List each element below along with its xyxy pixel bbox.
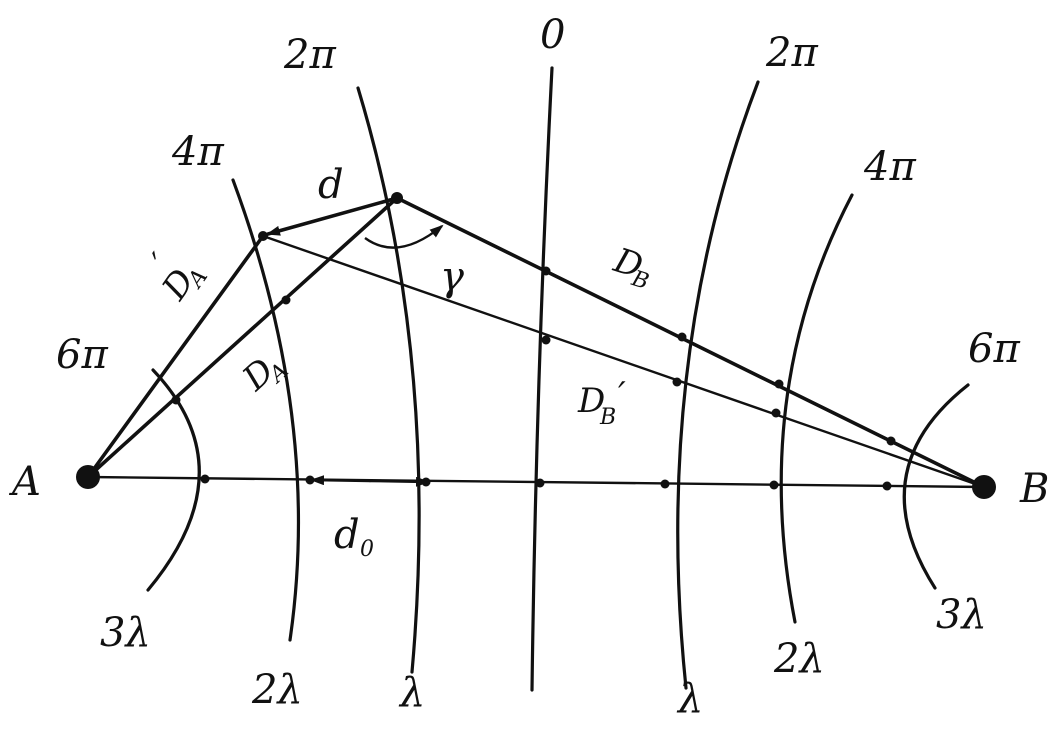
label-left-4pi: 4π (171, 129, 224, 175)
phase-curve-left-4pi (231, 178, 301, 642)
label-point-a: A (8, 459, 41, 505)
phase-curve-left-2pi (356, 86, 421, 674)
intersection-dot (774, 379, 784, 389)
source-b-dot (972, 475, 996, 499)
intersection-dot (541, 266, 551, 276)
label-d0: d 0 (334, 512, 374, 562)
label-d: d (318, 162, 344, 208)
line-da-prime (86, 234, 265, 479)
phase-curve-right-6pi (902, 383, 970, 590)
intersection-dot (660, 479, 670, 489)
intersection-dot (771, 408, 781, 418)
intersection-dot (305, 475, 315, 485)
phase-curve-center (530, 66, 554, 692)
phase-curve-right-2pi (676, 80, 760, 690)
d0-arrow-left (310, 475, 372, 486)
label-db-prime-mark: ′ (618, 375, 626, 415)
source-a-dot (76, 465, 100, 489)
d0-arrow-right (368, 476, 430, 487)
intersection-dot (541, 335, 551, 345)
label-left-lambda: λ (398, 670, 425, 716)
intersection-dot (281, 295, 291, 305)
label-db: D B (608, 240, 651, 295)
intersection-dot (677, 332, 687, 342)
intersection-dot (672, 377, 682, 387)
label-left-2pi: 2π (283, 32, 336, 78)
displacement-d-arrow (266, 196, 399, 236)
label-db-prime: D B ′ (577, 375, 626, 430)
intersection-dots (171, 192, 896, 491)
label-left-2lambda: 2λ (251, 667, 303, 713)
intersection-dot (258, 231, 268, 241)
intersection-dot (886, 436, 896, 446)
label-db-prime-main: D (577, 381, 605, 421)
intersection-dot (200, 474, 210, 484)
label-db-prime-sub: B (599, 405, 616, 430)
intersection-dot (769, 480, 779, 490)
label-d0-main: d (334, 512, 360, 558)
phase-curve-right-4pi (779, 193, 854, 624)
label-right-4pi: 4π (863, 144, 916, 190)
label-da-prime: D A ′ (145, 246, 213, 308)
label-right-2lambda: 2λ (773, 636, 825, 682)
intersection-dot (421, 477, 431, 487)
label-right-6pi: 6π (968, 326, 1020, 372)
phase-curve-left-6pi (146, 368, 201, 592)
intersection-dot (391, 192, 403, 204)
label-d0-sub: 0 (360, 537, 374, 562)
label-point-b: B (1019, 466, 1049, 512)
line-db (395, 196, 986, 489)
label-da: D A (235, 351, 294, 400)
angle-gamma-arc (364, 224, 444, 249)
intersection-dot (882, 481, 892, 491)
intersection-dot (171, 395, 181, 405)
label-left-6pi: 6π (56, 332, 108, 378)
label-gamma: γ (440, 254, 464, 300)
label-right-2pi: 2π (765, 30, 818, 76)
label-center-0: 0 (540, 12, 565, 58)
label-left-3lambda: 3λ (100, 610, 151, 656)
line-da (86, 196, 399, 479)
label-right-lambda: λ (676, 676, 703, 722)
intersection-dot (535, 478, 545, 488)
line-db-prime (261, 234, 986, 489)
label-right-3lambda: 3λ (936, 592, 987, 638)
